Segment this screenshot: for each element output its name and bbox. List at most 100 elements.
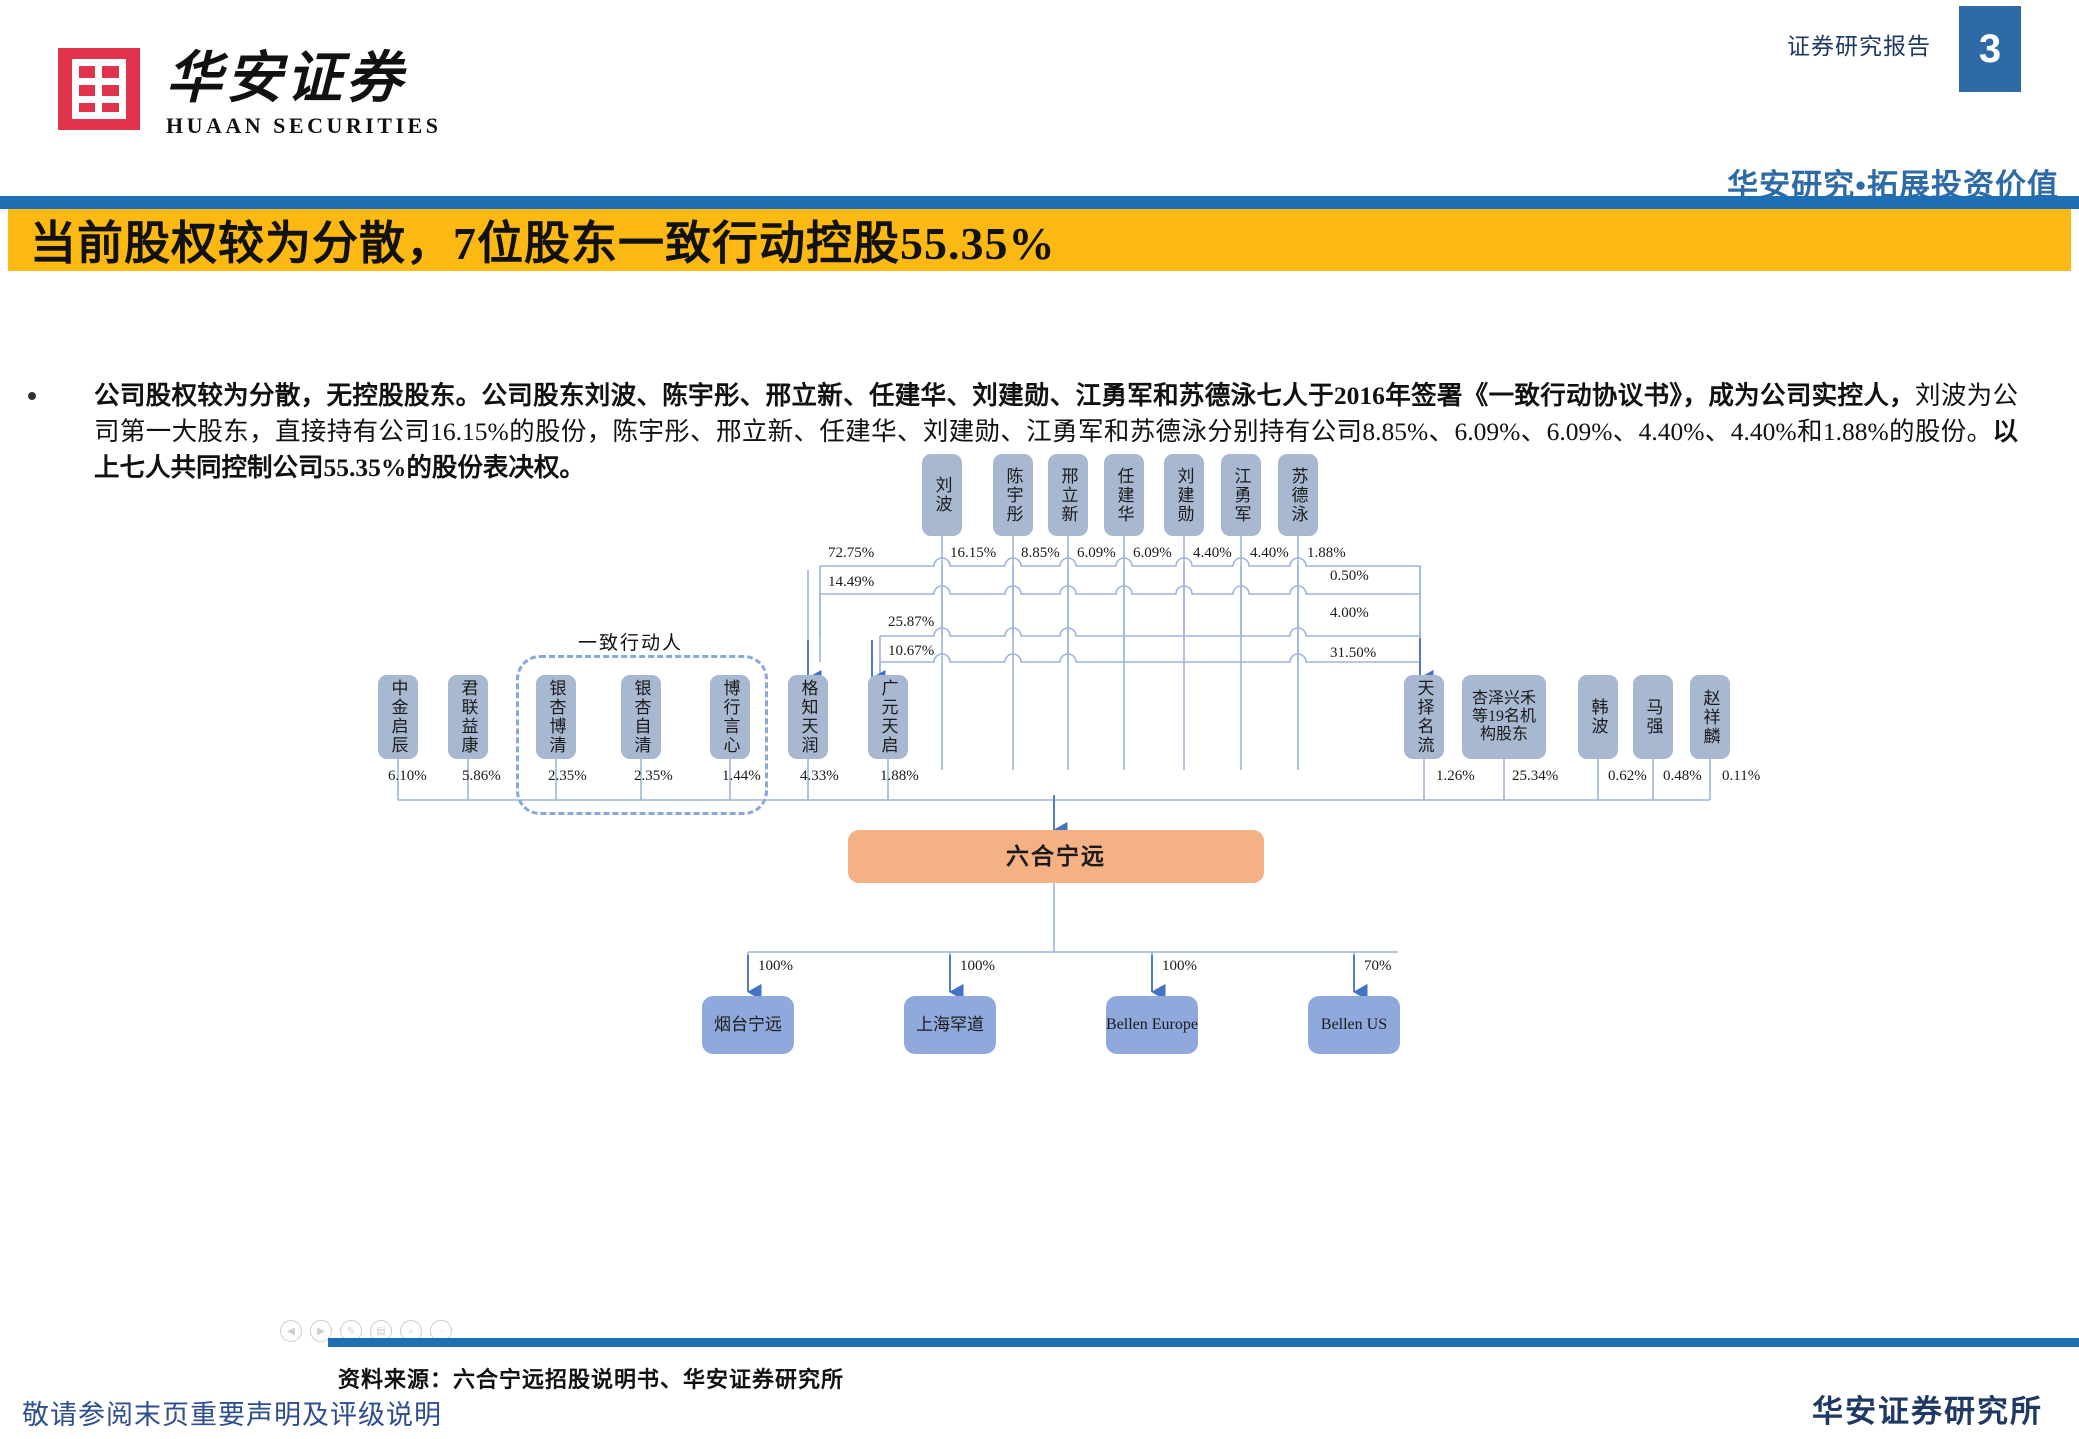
shareholder-label: 刘波 — [932, 476, 952, 514]
entity-node-left-0[interactable]: 中金启辰 — [378, 675, 418, 759]
pct-indirect-1: 14.49% — [828, 574, 875, 590]
pct-left-3: 2.35% — [634, 768, 673, 784]
subsidiary-node-1[interactable]: 上海罕道 — [904, 996, 996, 1054]
shareholder-node-4[interactable]: 刘建勋 — [1164, 454, 1204, 536]
brand-logo: 华安证券 HUAAN SECURITIES — [58, 48, 441, 139]
entity-node-right-2[interactable]: 韩波 — [1578, 675, 1618, 759]
shareholder-label: 苏德泳 — [1288, 466, 1308, 524]
source-divider-bar — [328, 1338, 2079, 1347]
pct-left-4: 1.44% — [722, 768, 761, 784]
entity-label: 君联益康 — [458, 679, 478, 755]
pct-right-ent-0: 1.26% — [1436, 768, 1475, 784]
subsidiary-label: Bellen US — [1320, 1016, 1388, 1034]
huaan-logo-icon — [58, 48, 140, 130]
ownership-structure-diagram: 刘波 陈宇彤 邢立新 任建华 刘建勋 江勇军 苏德泳 16.15% 8.85% … — [0, 440, 2079, 1300]
play-icon[interactable]: ▶ — [310, 1320, 332, 1342]
entity-node-left-6[interactable]: 广元天启 — [868, 675, 908, 759]
shareholder-label: 刘建勋 — [1174, 466, 1194, 524]
entity-label: 韩波 — [1588, 698, 1608, 736]
entity-node-left-2[interactable]: 银杏博清 — [536, 675, 576, 759]
logo-wordmark: 华安证券 HUAAN SECURITIES — [166, 48, 441, 139]
subsidiary-label: Bellen Europe — [1106, 1016, 1198, 1034]
shareholder-node-5[interactable]: 江勇军 — [1221, 454, 1261, 536]
consistent-action-label: 一致行动人 — [578, 633, 684, 654]
slide-title: 当前股权较为分散，7位股东一致行动控股55.35% — [30, 218, 1056, 269]
shareholder-label: 邢立新 — [1058, 466, 1078, 524]
entity-node-left-5[interactable]: 格知天润 — [788, 675, 828, 759]
subsidiary-label: 烟台宁远 — [714, 1015, 782, 1035]
consistent-action-group-box — [516, 655, 768, 815]
pct-sub-1: 100% — [960, 958, 995, 974]
pct-left-2: 2.35% — [548, 768, 587, 784]
pct-right-ent-1: 25.34% — [1512, 768, 1559, 784]
body-paragraph: 公司股权较为分散，无控股股东。公司股东刘波、陈宇彤、邢立新、任建华、刘建勋、江勇… — [94, 381, 2018, 482]
shareholder-label: 江勇军 — [1231, 466, 1251, 524]
pct-right-1: 4.00% — [1330, 605, 1369, 621]
entity-node-right-3[interactable]: 马强 — [1633, 675, 1673, 759]
bullet-icon — [28, 392, 36, 400]
subsidiary-node-2[interactable]: Bellen Europe — [1106, 996, 1198, 1054]
shareholder-label: 任建华 — [1114, 466, 1134, 524]
shareholder-node-1[interactable]: 陈宇彤 — [993, 454, 1033, 536]
pct-top-2: 6.09% — [1077, 545, 1116, 561]
pct-top-0: 16.15% — [950, 545, 997, 561]
pct-sub-0: 100% — [758, 958, 793, 974]
entity-label: 博行言心 — [720, 679, 740, 755]
pct-left-5: 4.33% — [800, 768, 839, 784]
subsidiary-node-3[interactable]: Bellen US — [1308, 996, 1400, 1054]
title-banner-background — [8, 209, 2071, 271]
pct-top-1: 8.85% — [1021, 545, 1060, 561]
prev-icon[interactable]: ◀ — [280, 1320, 302, 1342]
entity-node-left-3[interactable]: 银杏自清 — [621, 675, 661, 759]
entity-node-right-0[interactable]: 天择名流 — [1404, 675, 1444, 759]
entity-node-right-4[interactable]: 赵祥麟 — [1690, 675, 1730, 759]
footer-brand-label: 华安证券研究所 — [1812, 1394, 2043, 1429]
entity-label: 格知天润 — [798, 679, 818, 755]
pct-right-2: 31.50% — [1330, 645, 1377, 661]
pct-left-0: 6.10% — [388, 768, 427, 784]
entity-label: 银杏博清 — [546, 679, 566, 755]
pct-right-0: 0.50% — [1330, 568, 1369, 584]
pct-top-3: 6.09% — [1133, 545, 1172, 561]
entity-node-left-4[interactable]: 博行言心 — [710, 675, 750, 759]
shareholder-label: 陈宇彤 — [1003, 466, 1023, 524]
pct-top-5: 4.40% — [1250, 545, 1289, 561]
entity-label: 银杏自清 — [631, 679, 651, 755]
company-node[interactable]: 六合宁远 — [848, 830, 1264, 883]
pct-left-6: 1.88% — [880, 768, 919, 784]
pct-right-ent-3: 0.48% — [1663, 768, 1702, 784]
pct-indirect-2: 25.87% — [888, 614, 935, 630]
shareholder-node-0[interactable]: 刘波 — [922, 454, 962, 536]
source-note: 资料来源：六合宁远招股说明书、华安证券研究所 — [338, 1367, 845, 1392]
shareholder-node-2[interactable]: 邢立新 — [1048, 454, 1088, 536]
header-divider-bar — [0, 196, 2079, 209]
disclaimer-note: 敬请参阅末页重要声明及评级说明 — [22, 1400, 442, 1430]
logo-text-chinese: 华安证券 — [166, 48, 406, 110]
pct-indirect-3: 10.67% — [888, 643, 935, 659]
subsidiary-label: 上海罕道 — [916, 1015, 984, 1035]
entity-label: 广元天启 — [878, 679, 898, 755]
entity-node-right-1[interactable]: 杏泽兴禾等19名机构股东 — [1462, 675, 1546, 759]
entity-label: 杏泽兴禾等19名机构股东 — [1471, 690, 1536, 743]
logo-text-english: HUAAN SECURITIES — [166, 112, 442, 138]
entity-label: 赵祥麟 — [1700, 688, 1720, 746]
pct-right-ent-4: 0.11% — [1722, 768, 1761, 784]
entity-label: 天择名流 — [1414, 679, 1434, 755]
entity-label: 马强 — [1643, 698, 1663, 736]
pct-indirect-0: 72.75% — [828, 545, 875, 561]
entity-label: 中金启辰 — [388, 679, 408, 755]
body-text-block: 公司股权较为分散，无控股股东。公司股东刘波、陈宇彤、邢立新、任建华、刘建勋、江勇… — [28, 378, 2018, 486]
shareholder-node-6[interactable]: 苏德泳 — [1278, 454, 1318, 536]
pct-sub-3: 70% — [1364, 958, 1392, 974]
pct-right-ent-2: 0.62% — [1608, 768, 1647, 784]
report-type-label: 证券研究报告 — [1787, 34, 1931, 59]
page-number-badge: 3 — [1959, 6, 2021, 92]
pct-top-6: 1.88% — [1307, 545, 1346, 561]
diagram-connectors — [397, 535, 1711, 1001]
pct-left-1: 5.86% — [462, 768, 501, 784]
shareholder-node-3[interactable]: 任建华 — [1104, 454, 1144, 536]
company-label: 六合宁远 — [1006, 843, 1106, 869]
entity-node-left-1[interactable]: 君联益康 — [448, 675, 488, 759]
pct-top-4: 4.40% — [1193, 545, 1232, 561]
subsidiary-node-0[interactable]: 烟台宁远 — [702, 996, 794, 1054]
